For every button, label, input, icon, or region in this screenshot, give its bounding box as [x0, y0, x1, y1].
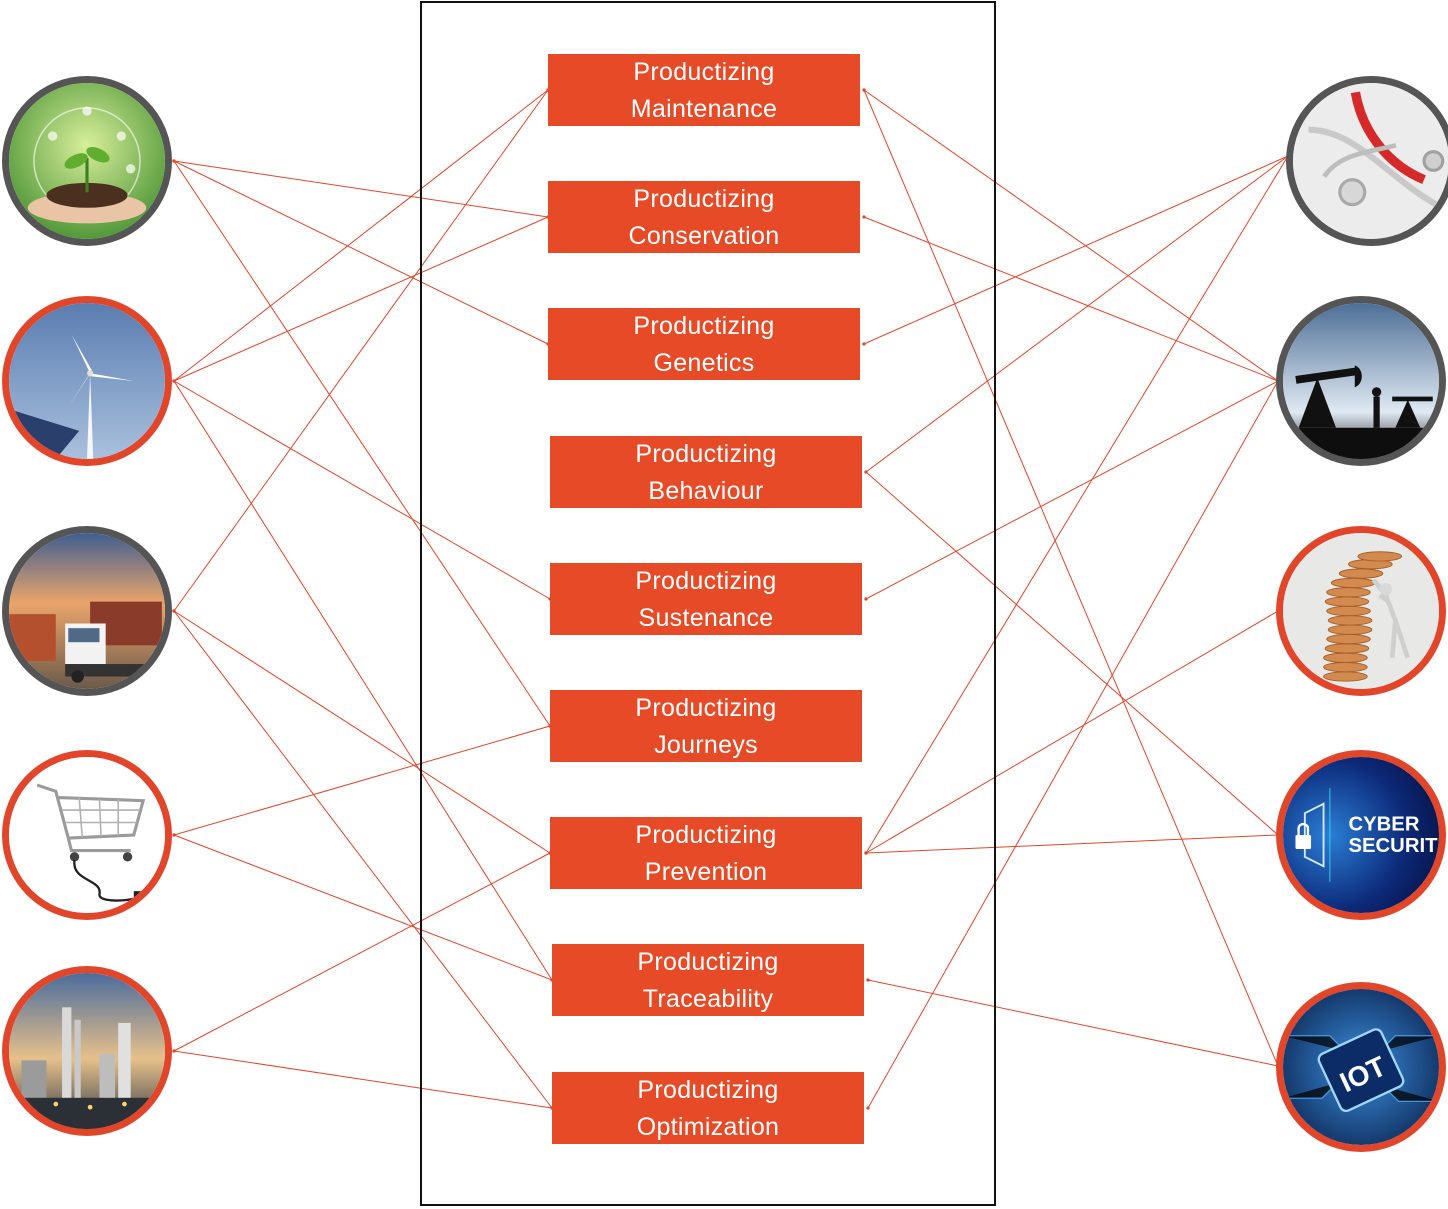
oil-pump-icon [1276, 296, 1446, 466]
box-prefix: Productizing [633, 185, 775, 213]
box-label: Maintenance [630, 95, 778, 123]
connector-agriculture-conservation [173, 160, 549, 218]
connector-endpoint [864, 597, 868, 601]
connector-endpoint [864, 470, 868, 474]
connector-energy-sustenance [173, 380, 551, 600]
connector-energy-conservation [173, 216, 549, 382]
connector-logistics-prevention [173, 610, 551, 854]
connector-agriculture-journeys [173, 160, 551, 727]
connector-industry-prevention [173, 852, 551, 1052]
connector-optimization-oil [867, 380, 1279, 1109]
box-prefix: Productizing [633, 58, 775, 86]
box-genetics: Productizing Genetics [548, 308, 860, 380]
connector-conservation-oil [863, 216, 1279, 382]
box-behaviour: Productizing Behaviour [550, 436, 862, 508]
connector-agriculture-genetics [173, 160, 549, 345]
connector-endpoint [172, 379, 176, 383]
box-label: Journeys [654, 731, 758, 759]
box-prefix: Productizing [637, 948, 779, 976]
box-prefix: Productizing [635, 440, 777, 468]
box-label: Sustenance [638, 604, 774, 632]
connector-endpoint [862, 215, 866, 219]
connector-prevention-cyber [865, 834, 1279, 854]
stethoscope-icon [1286, 76, 1448, 246]
connector-energy-maintenance [173, 89, 549, 382]
connector-endpoint [866, 1106, 870, 1110]
box-prefix: Productizing [637, 1076, 779, 1104]
box-prefix: Productizing [633, 312, 775, 340]
box-maintenance: Productizing Maintenance [548, 54, 860, 126]
connector-retail-traceability [173, 834, 553, 981]
connector-industry-optimization [173, 1050, 553, 1109]
connector-endpoint [866, 978, 870, 982]
box-conservation: Productizing Conservation [548, 181, 860, 253]
shopping-cart-icon [2, 750, 172, 920]
connector-prevention-finance [865, 610, 1279, 854]
box-prefix: Productizing [635, 567, 777, 595]
connector-logistics-maintenance [173, 89, 549, 612]
connector-endpoint [172, 833, 176, 837]
box-label: Prevention [644, 858, 768, 886]
connector-endpoint [172, 1049, 176, 1053]
connector-endpoint [172, 159, 176, 163]
box-prefix: Productizing [635, 694, 777, 722]
box-label: Optimization [636, 1113, 780, 1141]
connector-endpoint [864, 851, 868, 855]
connector-behaviour-healthcare [865, 155, 1289, 473]
cyber-text-line2: SECURIT [1349, 835, 1439, 857]
coin-stack-icon [1276, 526, 1446, 696]
refinery-icon [2, 966, 172, 1136]
iot-chip-icon: IOT [1276, 982, 1446, 1152]
box-optimization: Productizing Optimization [552, 1072, 864, 1144]
connector-maintenance-oil [863, 89, 1279, 382]
box-label: Conservation [628, 222, 780, 250]
connector-endpoint [862, 342, 866, 346]
cyber-security-icon: CYBER SECURIT [1276, 750, 1446, 920]
connector-genetics-healthcare [863, 155, 1289, 345]
cyber-text-line1: CYBER [1349, 813, 1420, 835]
connector-endpoint [172, 609, 176, 613]
connector-energy-traceability [173, 380, 553, 981]
connector-sustenance-oil [865, 380, 1279, 600]
connector-prevention-healthcare [865, 155, 1289, 854]
box-journeys: Productizing Journeys [550, 690, 862, 762]
connector-endpoint [862, 88, 866, 92]
box-label: Traceability [642, 985, 774, 1013]
box-sustenance: Productizing Sustenance [550, 563, 862, 635]
box-prefix: Productizing [635, 821, 777, 849]
connector-retail-journeys [173, 725, 551, 836]
box-traceability: Productizing Traceability [552, 944, 864, 1016]
box-label: Genetics [653, 349, 755, 377]
wind-turbine-icon [2, 296, 172, 466]
box-prevention: Productizing Prevention [550, 817, 862, 889]
center-frame [420, 1, 996, 1206]
plant-in-hands-icon [2, 76, 172, 246]
connector-traceability-iot [867, 979, 1279, 1067]
cargo-truck-icon [2, 526, 172, 696]
connector-maintenance-iot [863, 89, 1279, 1067]
connector-logistics-optimization [173, 610, 553, 1109]
box-label: Behaviour [648, 477, 764, 505]
connector-behaviour-cyber [865, 471, 1279, 836]
